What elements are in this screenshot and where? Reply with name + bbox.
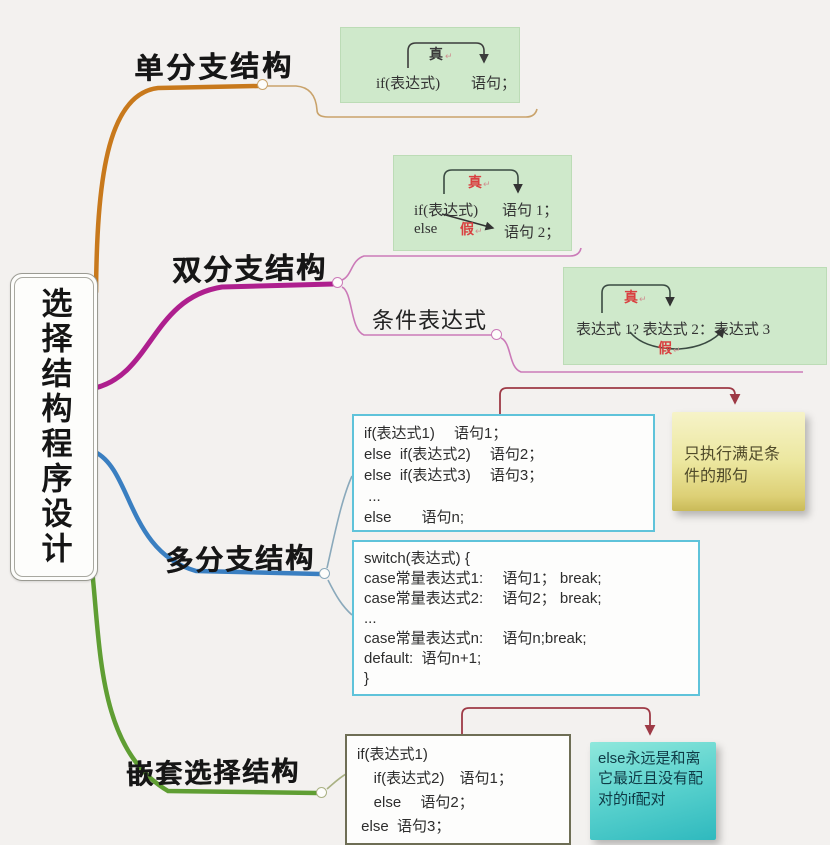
link-double-to-box (341, 247, 582, 281)
relation-arrow-ifchain-to-note (499, 387, 741, 414)
branch-label-nested[interactable]: 嵌套选择结构 (125, 756, 301, 790)
return-mark-icon: ↵ (483, 179, 491, 189)
root-title: 选择结构程序设计 (36, 287, 72, 567)
link-single-to-box (263, 85, 538, 118)
true-label: 真 (429, 48, 443, 63)
code-line: else 语句3； (357, 818, 451, 835)
link-double-to-conditional (341, 286, 492, 336)
branch-label-double[interactable]: 双分支结构 (171, 252, 328, 288)
diagram-conditional-expression[interactable]: 真 ↵ 表达式 1? 表达式 2：表达式 3 假 ↵ (563, 267, 827, 365)
trunk-multi-branch (92, 449, 323, 577)
double-flow-arrows (441, 169, 523, 231)
note-yellow-text: 只执行满足条件的那句 (684, 446, 781, 485)
node-handle-single[interactable] (257, 79, 268, 90)
conditional-expr-text: 表达式 1? 表达式 2：表达式 3 (576, 322, 771, 338)
trunk-single-branch (93, 83, 261, 295)
code-line: default: 语句n+1; (364, 650, 482, 667)
relation-arrow-nested-to-note (461, 707, 656, 736)
sticky-note-cyan[interactable]: else永远是和离它最近且没有配对的if配对 (590, 742, 716, 840)
code-line: else 语句n; (364, 509, 465, 526)
single-flow-arrow (407, 42, 489, 68)
code-line: ... (364, 488, 381, 505)
double-stmt2-text: 语句 2； (504, 225, 561, 241)
code-line: } (364, 670, 370, 687)
conditional-flow-arrows (601, 284, 726, 350)
link-nested-to-box (326, 773, 347, 790)
code-line: ... (364, 610, 377, 627)
node-handle-conditional[interactable] (491, 329, 502, 340)
code-line: if(表达式1) 语句1； (364, 425, 508, 442)
code-line: else if(表达式3) 语句3； (364, 467, 544, 484)
branch-label-single[interactable]: 单分支结构 (133, 50, 295, 86)
return-mark-icon: ↵ (639, 294, 647, 304)
double-if-text: if(表达式) (414, 203, 479, 219)
double-stmt1-text: 语句 1； (502, 203, 559, 219)
branch-label-conditional[interactable]: 条件表达式 (372, 308, 488, 333)
return-mark-icon: ↵ (445, 51, 453, 61)
false-label: 假 (658, 342, 672, 357)
diagram-double-branch[interactable]: 真 ↵ if(表达式) 语句 1； else 假 ↵ 语句 2； (393, 155, 572, 251)
link-multi-to-ifchain (326, 475, 353, 569)
root-topic-inner: 选择结构程序设计 (14, 277, 94, 577)
single-stmt-text: 语句； (471, 76, 517, 92)
code-line: case常量表达式2: 语句2； break; (364, 590, 602, 607)
link-multi-to-switch (327, 579, 353, 616)
return-mark-icon: ↵ (475, 226, 483, 236)
code-box-nested-if[interactable]: if(表达式1) if(表达式2) 语句1； else 语句2； else 语句… (345, 734, 571, 845)
link-conditional-to-box (500, 337, 803, 373)
branch-label-multi[interactable]: 多分支结构 (164, 542, 316, 577)
code-line: else 语句2； (357, 794, 474, 811)
trunk-nested-branch (88, 557, 320, 796)
code-box-if-chain[interactable]: if(表达式1) 语句1； else if(表达式2) 语句2； else if… (352, 414, 655, 532)
code-line: case常量表达式1: 语句1； break; (364, 570, 602, 587)
code-line: else if(表达式2) 语句2； (364, 446, 544, 463)
true-label: 真 (468, 176, 482, 191)
true-label: 真 (624, 291, 638, 306)
node-handle-nested[interactable] (316, 787, 327, 798)
code-line: if(表达式2) 语句1； (357, 770, 513, 787)
diagram-single-branch[interactable]: 真 ↵ if(表达式) 语句； (340, 27, 520, 103)
code-line: switch(表达式) { (364, 550, 470, 567)
node-handle-multi[interactable] (319, 568, 330, 579)
false-label: 假 (460, 223, 474, 238)
note-cyan-text: else永远是和离它最近且没有配对的if配对 (598, 750, 704, 808)
trunk-double-branch (92, 281, 336, 391)
code-box-switch[interactable]: switch(表达式) { case常量表达式1: 语句1； break; ca… (352, 540, 700, 696)
code-line: case常量表达式n: 语句n;break; (364, 630, 587, 647)
sticky-note-yellow[interactable]: 只执行满足条件的那句 (672, 412, 805, 511)
return-mark-icon: ↵ (673, 345, 681, 355)
code-line: if(表达式1) (357, 746, 428, 763)
node-handle-double[interactable] (332, 277, 343, 288)
double-else-text: else (414, 221, 438, 237)
single-if-text: if(表达式) (376, 76, 441, 92)
root-topic[interactable]: 选择结构程序设计 (10, 273, 98, 581)
